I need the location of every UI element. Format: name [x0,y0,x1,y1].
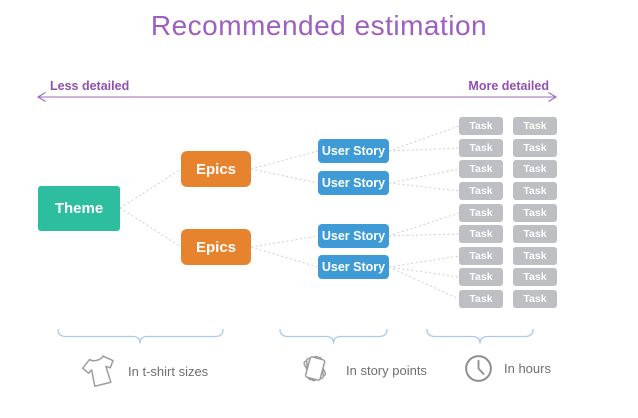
task-node: Task [513,204,557,222]
axis-label-less-detailed: Less detailed [50,79,130,93]
epic-node-1: Epics [181,151,251,187]
legend-item-hours: In hours [462,352,551,385]
task-node: Task [459,117,503,135]
page-title: Recommended estimation [150,10,488,41]
tshirt-icon [81,355,114,387]
detail-axis-arrow [36,92,558,102]
task-node: Task [513,290,557,308]
clock-icon [465,355,492,382]
task-node: Task [459,182,503,200]
theme-node: Theme [38,186,120,231]
grouping-braces [57,328,534,344]
legend-label-hours: In hours [504,361,551,376]
legend-item-tshirt-sizes: In t-shirt sizes [80,351,208,391]
brace-user-stories [279,328,388,344]
user-story-node-3: User Story [318,224,389,248]
task-node: Task [513,139,557,157]
task-node: Task [459,160,503,178]
brace-theme-epics [57,328,224,344]
brace-tasks [426,328,534,344]
task-node: Task [459,247,503,265]
task-node: Task [513,225,557,243]
axis-label-more-detailed: More detailed [468,79,549,93]
task-node: Task [459,225,503,243]
legend-item-story-points: In story points [293,349,427,391]
epic-node-2: Epics [181,229,251,265]
user-story-node-2: User Story [318,171,389,195]
task-node: Task [513,247,557,265]
task-node: Task [459,139,503,157]
legend-label-story-points: In story points [346,362,427,378]
user-story-node-4: User Story [318,255,389,279]
cards-icon [303,355,327,382]
task-node: Task [513,117,557,135]
connector-lines [119,125,460,300]
task-node: Task [459,268,503,286]
task-node: Task [459,204,503,222]
task-node: Task [513,182,557,200]
task-node: Task [459,290,503,308]
user-story-node-1: User Story [318,139,389,163]
task-node: Task [513,160,557,178]
legend-label-tshirt: In t-shirt sizes [128,363,209,379]
task-node: Task [513,268,557,286]
